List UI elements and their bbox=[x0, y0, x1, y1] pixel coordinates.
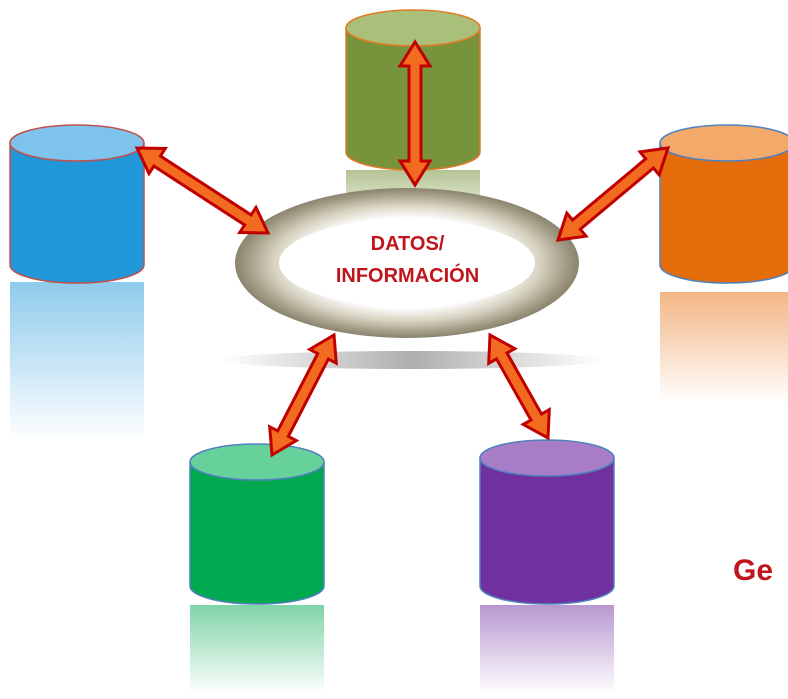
hub-ring bbox=[235, 188, 579, 338]
arrow-right bbox=[555, 146, 671, 242]
reflection-right bbox=[660, 292, 788, 402]
database-right bbox=[659, 124, 788, 284]
hub-label-line1: DATOS/ bbox=[370, 233, 445, 255]
reflection-bottom-left bbox=[190, 605, 324, 694]
arrows-group bbox=[134, 39, 671, 458]
arrow-bottom-left bbox=[267, 332, 339, 458]
reflection-left bbox=[10, 282, 144, 442]
side-title: Ge bbox=[733, 554, 774, 587]
hub-label-line2: INFORMACIÓN bbox=[335, 265, 480, 287]
database-bottom-right bbox=[479, 439, 615, 605]
hub-label: DATOS/ INFORMACIÓN bbox=[285, 228, 530, 292]
arrow-left bbox=[134, 146, 271, 235]
reflection-bottom-right bbox=[480, 605, 614, 694]
database-left bbox=[9, 124, 145, 284]
database-bottom-left bbox=[189, 443, 325, 605]
hub-shadow bbox=[222, 351, 602, 369]
arrow-bottom-right bbox=[487, 332, 551, 441]
arrow-top bbox=[397, 39, 433, 188]
